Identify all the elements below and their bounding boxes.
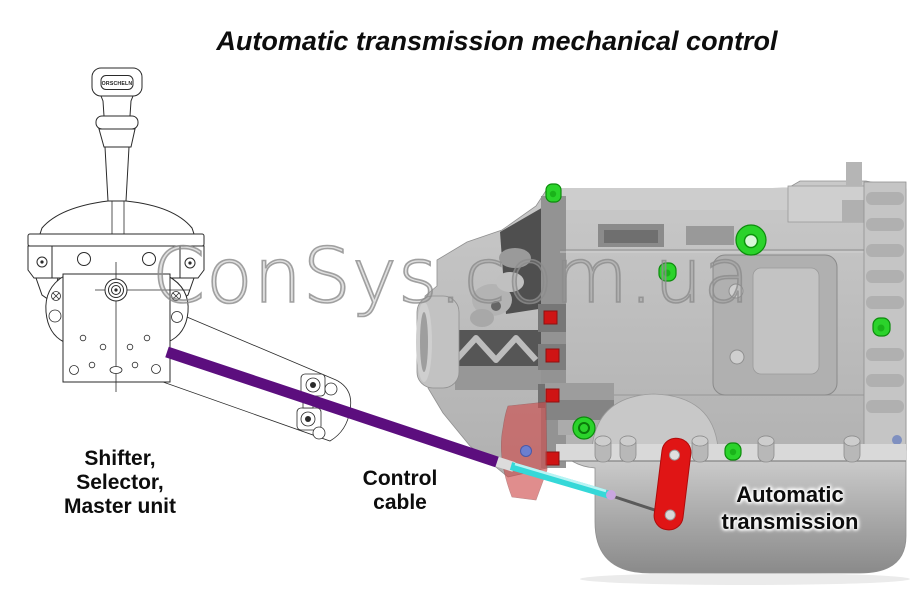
page-title: Automatic transmission mechanical contro…: [216, 26, 778, 56]
shifter-label-line3: Master unit: [63, 495, 176, 518]
shifter-label-line2: Selector,: [76, 471, 164, 494]
green-marker-1: [545, 183, 562, 203]
green-markers: [545, 183, 891, 461]
transmission-label: Automatic transmission: [685, 481, 895, 535]
transmission-render: [416, 162, 910, 585]
red-marker-4: [545, 451, 560, 466]
bracket-pin: [520, 445, 532, 457]
green-marker-3: [735, 224, 767, 256]
green-marker-6: [724, 442, 742, 461]
cyan-link-highlight: [514, 462, 607, 493]
red-marker-1: [543, 310, 558, 325]
green-marker-2: [658, 262, 677, 282]
knob-brand-text: ORSCHELN: [102, 81, 133, 87]
control-cable-label: Control cable: [335, 467, 465, 515]
pan-arch: [591, 393, 719, 449]
link-end-cap: [606, 490, 616, 500]
red-marker-2: [545, 348, 560, 363]
transmission-label-line2: transmission: [721, 509, 859, 534]
cable-ferrule: [493, 456, 516, 472]
shifter-dome: [39, 200, 195, 235]
shifter-base-plate: [62, 262, 190, 392]
side-cover-panel: [712, 254, 838, 396]
green-marker-4: [872, 317, 891, 337]
shifter-drawing: ORSCHELN: [27, 67, 352, 442]
pan-shadow: [580, 573, 910, 585]
shifter-side-wings: [45, 275, 189, 343]
mounting-bracket-arm: [162, 308, 352, 442]
blue-fitting: [892, 435, 902, 445]
pan-rim-bolts: [594, 435, 861, 463]
cable-label-line2: cable: [373, 491, 427, 514]
right-flange-ribs: [863, 181, 907, 451]
red-marker-3: [545, 388, 560, 403]
shifter-knob: ORSCHELN: [91, 67, 143, 97]
cyan-link: [509, 462, 612, 499]
case-top-details: [560, 162, 869, 396]
cable-label-line1: Control: [362, 467, 438, 490]
control-cable-line: [165, 346, 499, 468]
transmission-label-line1: Automatic: [736, 482, 844, 507]
red-lever: [653, 437, 692, 531]
shifter-label: Shifter, Selector, Master unit: [30, 447, 210, 519]
oil-pan: [557, 446, 907, 574]
green-marker-5: [572, 416, 596, 440]
red-markers: [543, 310, 560, 466]
shifter-label-line1: Shifter,: [84, 447, 156, 470]
shifter-lever: [95, 95, 139, 202]
bell-housing: [416, 206, 545, 390]
